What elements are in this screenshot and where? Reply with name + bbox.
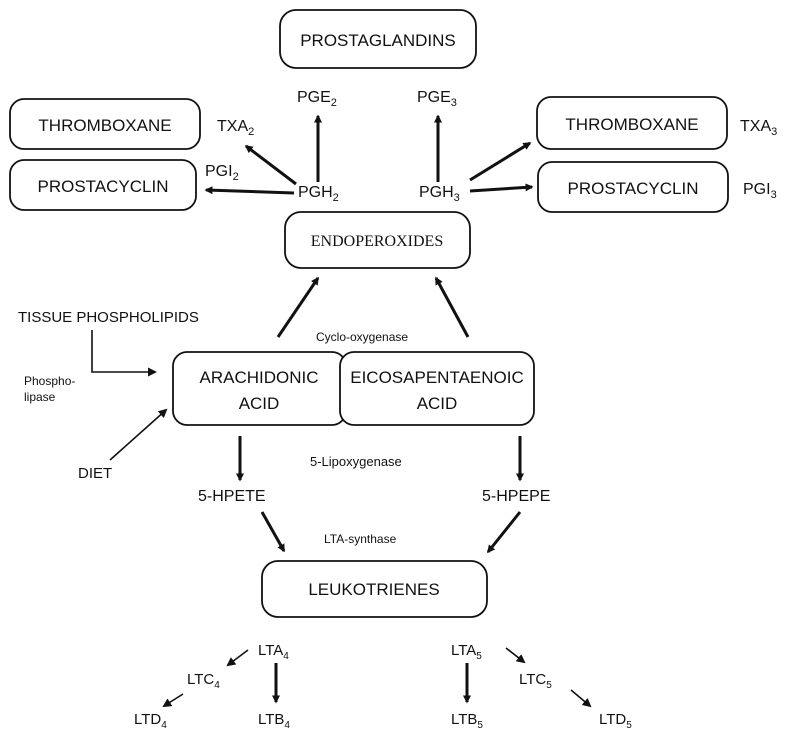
pgh2-label: PGH2	[298, 184, 339, 204]
lipoxygenase-label: 5-Lipoxygenase	[310, 454, 402, 469]
lta5-label: LTA5	[451, 642, 482, 662]
arrow-eicosapentaenoic-to-endoperoxides	[434, 276, 470, 338]
phospholipase-label-line1: Phospho-	[24, 374, 75, 388]
prostacyclin-left-label: PROSTACYCLIN	[38, 177, 169, 196]
arrow-arachidonic-to-endoperoxides	[276, 276, 320, 338]
eicosapentaenoic-acid-box: EICOSAPENTAENOIC ACID	[339, 351, 535, 426]
thromboxane-left-box: THROMBOXANE	[9, 98, 201, 150]
hpete-label: 5-HPETE	[198, 488, 266, 505]
prostaglandins-box: PROSTAGLANDINS	[279, 9, 477, 69]
arrow-ltc4-to-ltd4	[162, 693, 184, 708]
arrow-ltc5-to-ltd5	[570, 689, 592, 708]
tissue-phospholipids-label: TISSUE PHOSPHOLIPIDS	[18, 309, 199, 326]
thromboxane-left-label: THROMBOXANE	[38, 116, 171, 135]
ltc4-label: LTC4	[187, 671, 220, 691]
hpepe-label: 5-HPEPE	[482, 488, 550, 505]
arachidonic-acid-box: ARACHIDONIC ACID	[172, 351, 347, 426]
ltb5-label: LTB5	[451, 711, 483, 731]
eicosapentaenoic-label-line1: EICOSAPENTAENOIC	[350, 368, 524, 387]
arrow-lta5-to-ltc5	[505, 647, 526, 664]
prostacyclin-right-box: PROSTACYCLIN	[537, 161, 729, 213]
arrow-pgh2-to-thromboxane	[244, 144, 297, 186]
lta-synthase-label: LTA-synthase	[324, 532, 397, 546]
txa2-label: TXA2	[217, 118, 254, 138]
thromboxane-right-box: THROMBOXANE	[536, 96, 728, 150]
arrow-phospholipids-to-arachidonic	[91, 330, 157, 377]
diet-label: DIET	[78, 465, 112, 482]
arachidonic-label-line2: ACID	[239, 394, 280, 413]
pgi2-label: PGI2	[205, 163, 239, 183]
prostacyclin-right-label: PROSTACYCLIN	[568, 179, 699, 198]
arrow-diet-to-arachidonic	[109, 408, 168, 461]
arrow-hpepe-to-leukotrienes	[486, 511, 522, 554]
arrow-pgh3-to-prostacyclin	[469, 183, 534, 193]
cyclooxygenase-label: Cyclo-oxygenase	[316, 330, 408, 344]
pge3-label: PGE3	[417, 89, 457, 109]
txa3-label: TXA3	[740, 118, 777, 138]
arrow-pgh3-to-thromboxane	[469, 141, 532, 182]
pgh3-label: PGH3	[419, 184, 460, 204]
prostacyclin-left-box: PROSTACYCLIN	[9, 159, 197, 211]
arrow-lta4-to-ltc4	[226, 649, 249, 667]
endoperoxides-label: ENDOPEROXIDES	[311, 233, 443, 250]
ltb4-label: LTB4	[258, 711, 290, 731]
ltd5-label: LTD5	[599, 711, 632, 731]
pathway-arrows	[91, 114, 592, 708]
thromboxane-right-label: THROMBOXANE	[565, 115, 698, 134]
leukotrienes-label: LEUKOTRIENES	[308, 580, 439, 599]
lta4-label: LTA4	[258, 642, 289, 662]
arrow-pgh2-to-prostacyclin	[204, 186, 295, 195]
eicosapentaenoic-label-line2: ACID	[417, 394, 458, 413]
leukotrienes-box: LEUKOTRIENES	[261, 560, 488, 618]
arachidonic-label-line1: ARACHIDONIC	[199, 368, 318, 387]
pge2-label: PGE2	[297, 89, 337, 109]
prostaglandins-label: PROSTAGLANDINS	[300, 31, 456, 50]
endoperoxides-box: ENDOPEROXIDES	[284, 211, 471, 269]
pgi3-label: PGI3	[743, 181, 777, 201]
ltd4-label: LTD4	[134, 711, 167, 731]
ltc5-label: LTC5	[519, 671, 552, 691]
phospholipase-label-line2: lipase	[24, 390, 56, 404]
arrow-hpete-to-leukotrienes	[260, 511, 286, 553]
